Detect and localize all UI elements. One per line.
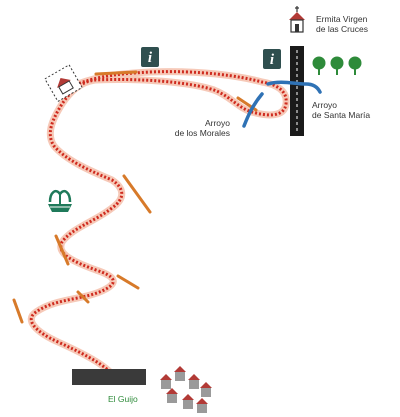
hiking-route (29, 70, 288, 374)
route-tick (94, 70, 138, 76)
svg-text:i: i (148, 50, 153, 66)
route-tick (76, 290, 90, 304)
route-tick (116, 274, 140, 290)
tree-icon (348, 56, 362, 75)
road (290, 46, 304, 136)
route-tick (12, 298, 24, 324)
hermitage-icon (289, 6, 305, 33)
stream-santa-maria-label: Arroyo de Santa María (312, 100, 370, 120)
route-tick (122, 174, 152, 214)
stream-santa-maria (266, 80, 322, 94)
tree-icon (330, 56, 344, 75)
route-ticks (12, 70, 258, 324)
tree-icon (312, 56, 326, 75)
info-icon: i (141, 47, 159, 67)
info-icon: i (263, 49, 281, 69)
village-road (72, 369, 146, 385)
chapel-icon (44, 64, 83, 103)
stream-morales-label: Arroyo de los Morales (158, 118, 230, 138)
stream-santa-maria-label-line1: Arroyo (312, 100, 338, 110)
hermitage-label-line1: Ermita Virgen (316, 14, 368, 24)
hermitage-label: Ermita Virgen de las Cruces (316, 14, 368, 34)
village-label: El Guijo (108, 394, 138, 404)
fountain-icon (48, 190, 72, 212)
route-tick (54, 234, 70, 266)
svg-text:i: i (270, 52, 275, 68)
stream-santa-maria-label-line2: de Santa María (312, 110, 371, 120)
stream-morales-label-line1: Arroyo (204, 118, 230, 128)
stream-los-morales (242, 92, 264, 128)
trees (312, 56, 362, 75)
hermitage-label-line2: de las Cruces (316, 24, 368, 34)
village-houses-icon (160, 366, 212, 413)
stream-morales-label-line2: de los Morales (174, 128, 230, 138)
